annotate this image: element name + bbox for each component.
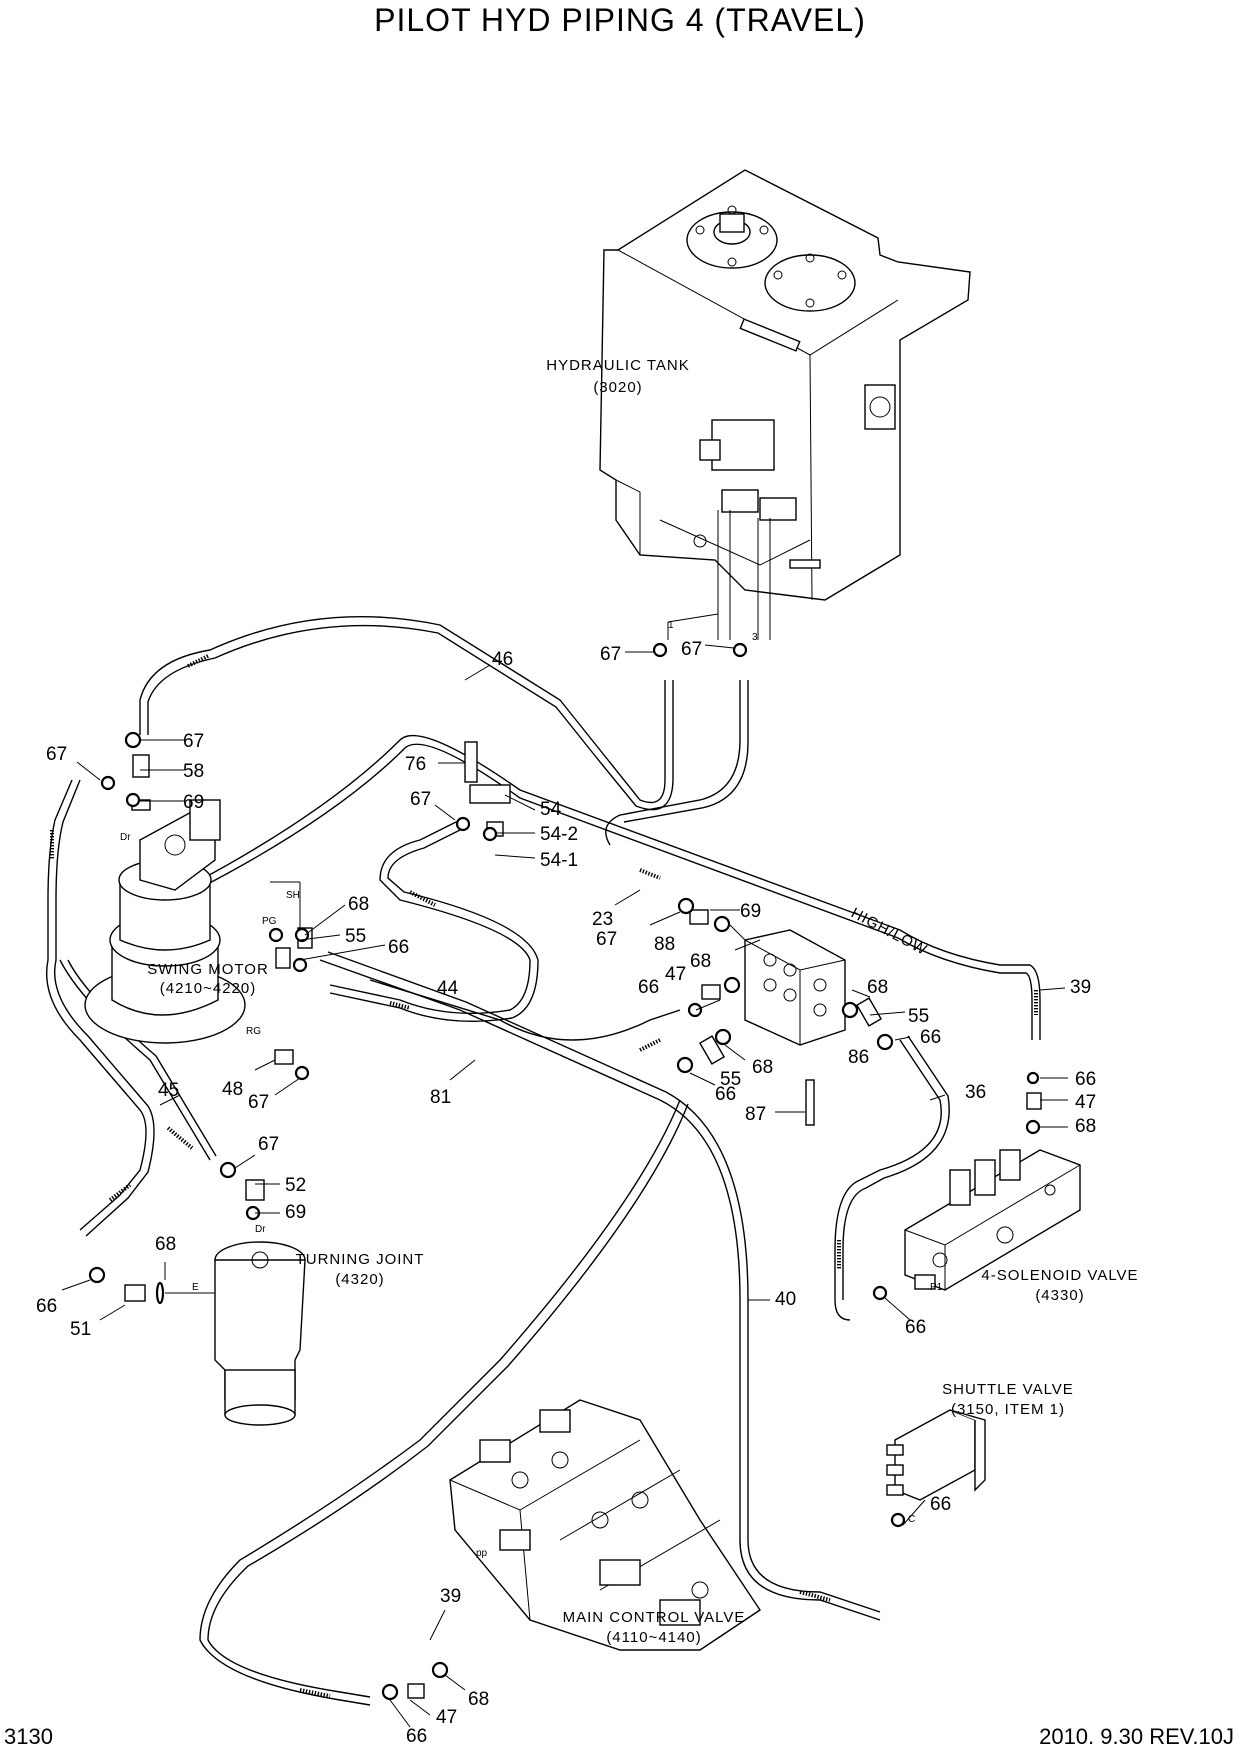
shuttle-valve-ref: (3150, ITEM 1) [951, 1401, 1065, 1418]
callout-68-d: 68 [752, 1057, 773, 1078]
callout-36: 36 [965, 1082, 986, 1103]
shuttle-port-c: C [908, 1514, 915, 1525]
swing-motor-label: SWING MOTOR [147, 961, 269, 978]
mcv-port-pp: pp [476, 1548, 488, 1559]
callout-55-b: 55 [908, 1006, 929, 1027]
callout-47-a: 47 [665, 964, 686, 985]
callout-45: 45 [158, 1080, 179, 1101]
callout-76: 76 [405, 754, 426, 775]
callout-66-g: 66 [905, 1317, 926, 1338]
tank-port-3: 3 [752, 632, 758, 643]
callout-86: 86 [848, 1047, 869, 1068]
callout-67-e: 67 [248, 1092, 269, 1113]
swing-motor-ref: (4210~4220) [160, 980, 257, 997]
callout-leaders [61, 644, 1068, 1728]
callout-67-d: 67 [596, 929, 617, 950]
callout-69-c: 69 [285, 1202, 306, 1223]
main-control-valve [449, 1399, 761, 1651]
solenoid-port-p1: P1 [930, 1282, 943, 1293]
callout-68-f: 68 [155, 1234, 176, 1255]
tank-port-1: 1 [668, 620, 674, 631]
hydraulic-tank-label: HYDRAULIC TANK [546, 357, 689, 374]
hydraulic-tank [599, 169, 971, 640]
callout-39-b: 39 [440, 1586, 461, 1607]
callout-69-a: 69 [183, 792, 204, 813]
callout-81: 81 [430, 1087, 451, 1108]
callout-68-b: 68 [690, 951, 711, 972]
turning-joint-port-e: E [192, 1282, 199, 1293]
callout-67-tank-1: 67 [600, 644, 621, 665]
callout-69-b: 69 [740, 901, 761, 922]
callout-47-b: 47 [1075, 1092, 1096, 1113]
callout-23: 23 [592, 909, 613, 930]
hydraulic-tank-ref: (3020) [593, 379, 642, 396]
callout-66-h: 66 [930, 1494, 951, 1515]
callout-47-c: 47 [436, 1707, 457, 1728]
callout-39-a: 39 [1070, 977, 1091, 998]
callout-55-a: 55 [345, 926, 366, 947]
callout-87: 87 [745, 1104, 766, 1125]
shuttle-valve-label: SHUTTLE VALVE [942, 1381, 1074, 1398]
swing-motor-port-sh: SH [286, 890, 300, 901]
hoses [46, 615, 1041, 1706]
callout-66-b: 66 [638, 977, 659, 998]
callout-67-f: 67 [258, 1134, 279, 1155]
swing-motor [84, 799, 246, 1044]
callout-68-c: 68 [867, 977, 888, 998]
revision-date: 2010. 9.30 REV.10J [1039, 1724, 1234, 1749]
shuttle-valve [886, 1409, 986, 1501]
page-title: PILOT HYD PIPING 4 (TRAVEL) [374, 2, 866, 38]
main-control-valve-ref: (4110~4140) [606, 1629, 701, 1646]
callout-67-c: 67 [410, 789, 431, 810]
callout-48: 48 [222, 1079, 243, 1100]
solenoid-valve-label: 4-SOLENOID VALVE [981, 1267, 1138, 1284]
swing-motor-port-pg: PG [262, 916, 277, 927]
callout-52: 52 [285, 1175, 306, 1196]
solenoid-valve-ref: (4330) [1035, 1287, 1084, 1304]
callout-66-e: 66 [1075, 1069, 1096, 1090]
swing-motor-port-dr: Dr [120, 832, 131, 843]
turning-joint-label: TURNING JOINT [296, 1251, 425, 1268]
callout-68-g: 68 [468, 1689, 489, 1710]
callout-88: 88 [654, 934, 675, 955]
callout-54: 54 [540, 799, 562, 820]
callout-54-1: 54-1 [540, 850, 578, 871]
page-number: 3130 [4, 1724, 53, 1749]
callout-68-e: 68 [1075, 1116, 1096, 1137]
callout-67-a: 67 [46, 744, 67, 765]
callout-66-a: 66 [388, 937, 409, 958]
turning-joint-port-dr: Dr [255, 1224, 266, 1235]
callout-66-i: 66 [406, 1726, 427, 1747]
high-low-label: HIGH/LOW [848, 905, 930, 959]
callout-66-d: 66 [715, 1084, 736, 1105]
callout-66-c: 66 [920, 1027, 941, 1048]
callout-44: 44 [437, 978, 459, 999]
callout-54-2: 54-2 [540, 824, 578, 845]
callout-51: 51 [70, 1319, 91, 1340]
callout-68-a: 68 [348, 894, 369, 915]
callout-40: 40 [775, 1289, 796, 1310]
turning-joint [214, 1241, 306, 1426]
four-solenoid-valve [904, 1149, 1081, 1291]
fittings [88, 642, 1042, 1701]
swing-motor-port-rg: RG [246, 1026, 261, 1037]
callout-55-c: 55 [720, 1069, 741, 1090]
callout-67-b: 67 [183, 731, 204, 752]
callout-66-f: 66 [36, 1296, 57, 1317]
main-control-valve-label: MAIN CONTROL VALVE [563, 1609, 746, 1626]
callout-58: 58 [183, 761, 204, 782]
turning-joint-ref: (4320) [335, 1271, 384, 1288]
callout-67-tank-2: 67 [681, 639, 702, 660]
callout-46: 46 [492, 649, 513, 670]
connector-block-86 [729, 924, 846, 1046]
